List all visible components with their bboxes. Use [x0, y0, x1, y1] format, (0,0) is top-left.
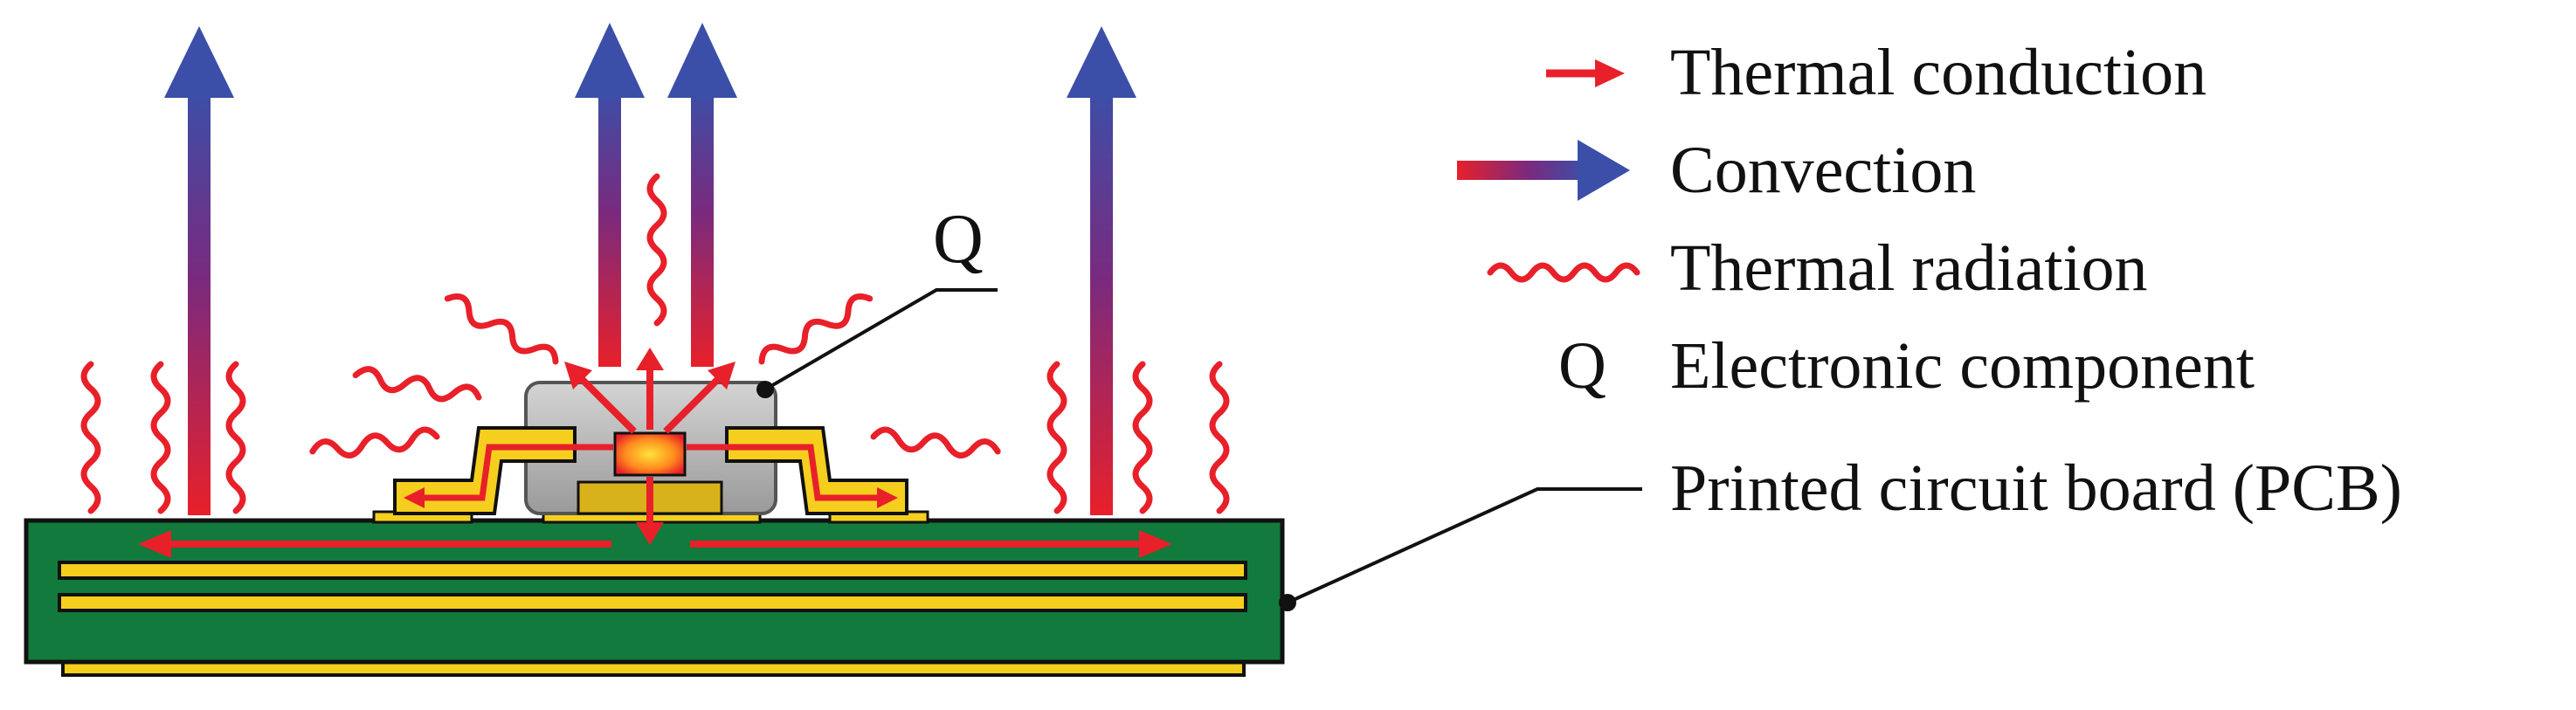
- leader-lines: [756, 288, 1642, 611]
- component-leader: [763, 288, 998, 391]
- legend: Thermal conduction Convection Thermal ra…: [1457, 36, 2402, 525]
- legend-conduction-label: Thermal conduction: [1670, 36, 2207, 109]
- legend-radiation-label: Thermal radiation: [1670, 231, 2148, 305]
- legend-pcb-label: Printed circuit board (PCB): [1670, 452, 2402, 525]
- component-label: Q: [933, 201, 984, 278]
- convection-arrow: [575, 23, 645, 367]
- radiation-waves: [80, 173, 1230, 514]
- pcb-inner-layer-2: [58, 593, 1247, 612]
- legend-convection-icon: [1457, 140, 1630, 201]
- convection-arrow: [164, 26, 234, 515]
- legend-component-symbol: Q: [1558, 329, 1606, 403]
- legend-radiation-icon: [1487, 262, 1640, 283]
- legend-component-label: Electronic component: [1670, 329, 2255, 403]
- legend-convection-label: Convection: [1670, 134, 1976, 207]
- pcb-leader: [1287, 487, 1642, 604]
- pcb-inner-layer-1: [58, 561, 1247, 580]
- die: [613, 431, 687, 477]
- convection-arrows: [164, 23, 1136, 515]
- legend-conduction-icon: [1546, 59, 1625, 87]
- convection-arrow: [1067, 26, 1136, 515]
- conduction-arrows: [138, 348, 1172, 558]
- convection-arrow: [667, 23, 737, 367]
